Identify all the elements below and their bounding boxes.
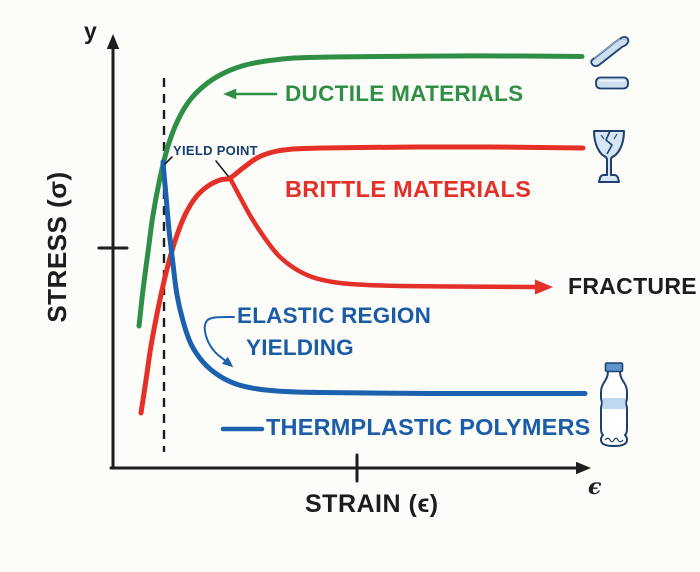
y-axis-symbol: y: [84, 18, 97, 44]
ductile-materials-label: DUCTILE MATERIALS: [285, 81, 524, 106]
thermoplastic-polymers-label: THERMPLASTIC POLYMERS: [266, 414, 591, 440]
ductile-materials: [136, 53, 585, 329]
yield-callout-to-blue-peak: [164, 156, 173, 165]
plastic-bottle-icon: [600, 362, 628, 447]
yield-callout-to-red-shoulder: [215, 160, 229, 177]
metal-ingot-icon: [595, 76, 629, 90]
fracture-label: FRACTURE: [568, 273, 697, 299]
yield-point-label: YIELD POINT: [173, 143, 258, 158]
brittle-materials-post-yield-drop-to-fracture-arrow: [227, 175, 553, 295]
yielding-label: YIELDING: [246, 335, 354, 360]
x-axis-symbol: ϵ: [588, 474, 602, 500]
metal-bar-icon: [590, 36, 630, 67]
brittle-materials-label: BRITTLE MATERIALS: [285, 176, 532, 202]
brittle-materials: [138, 144, 586, 416]
elastic-region-label: ELASTIC REGION: [237, 303, 432, 328]
y-axis-title: STRESS (σ): [42, 171, 72, 323]
x-axis-title: STRAIN (ϵ): [305, 490, 439, 518]
elastic-region-callout-arrow: [203, 316, 235, 368]
thermplastic-polymers: [160, 159, 588, 397]
broken-glass-icon: [593, 130, 625, 183]
